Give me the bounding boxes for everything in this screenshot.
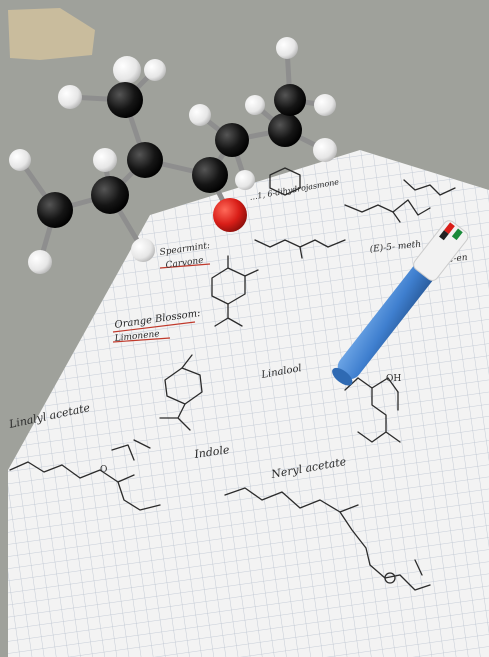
note-orange-compound: Limonene bbox=[113, 329, 160, 344]
hydrogen-atom bbox=[28, 250, 52, 274]
hydrogen-atom bbox=[189, 104, 211, 126]
hydrogen-atom bbox=[314, 94, 336, 116]
carbon-atom bbox=[192, 157, 228, 193]
carbon-atom bbox=[91, 176, 129, 214]
hydrogen-atom bbox=[9, 149, 31, 171]
hydrogen-atom bbox=[131, 238, 155, 262]
hydrogen-atom bbox=[313, 138, 337, 162]
hydrogen-atom bbox=[93, 148, 117, 172]
hydrogen-atom bbox=[276, 37, 298, 59]
chemical-drawings bbox=[9, 167, 456, 591]
molecule-model bbox=[9, 37, 337, 274]
hydrogen-atom bbox=[113, 56, 141, 84]
note-oh: OH bbox=[386, 374, 401, 384]
note-indole: Indole bbox=[193, 443, 231, 461]
carbon-atom bbox=[127, 142, 163, 178]
note-o: O bbox=[100, 465, 107, 475]
oxygen-atom bbox=[213, 198, 247, 232]
hydrogen-atom bbox=[58, 85, 82, 109]
red-underlines bbox=[112, 263, 211, 343]
carbon-atom bbox=[274, 84, 306, 116]
hydrogen-atom bbox=[144, 59, 166, 81]
bag bbox=[8, 8, 95, 60]
paper-sheet bbox=[8, 150, 489, 657]
carbon-atom bbox=[268, 113, 302, 147]
carbon-atom bbox=[37, 192, 73, 228]
carbon-atom bbox=[215, 123, 249, 157]
hydrogen-atom bbox=[245, 95, 265, 115]
note-e5-methyl: (E)-5- meth bbox=[369, 239, 421, 255]
ballpoint-pen bbox=[332, 220, 469, 386]
carbon-atom bbox=[107, 82, 143, 118]
hydrogen-atom bbox=[235, 170, 255, 190]
